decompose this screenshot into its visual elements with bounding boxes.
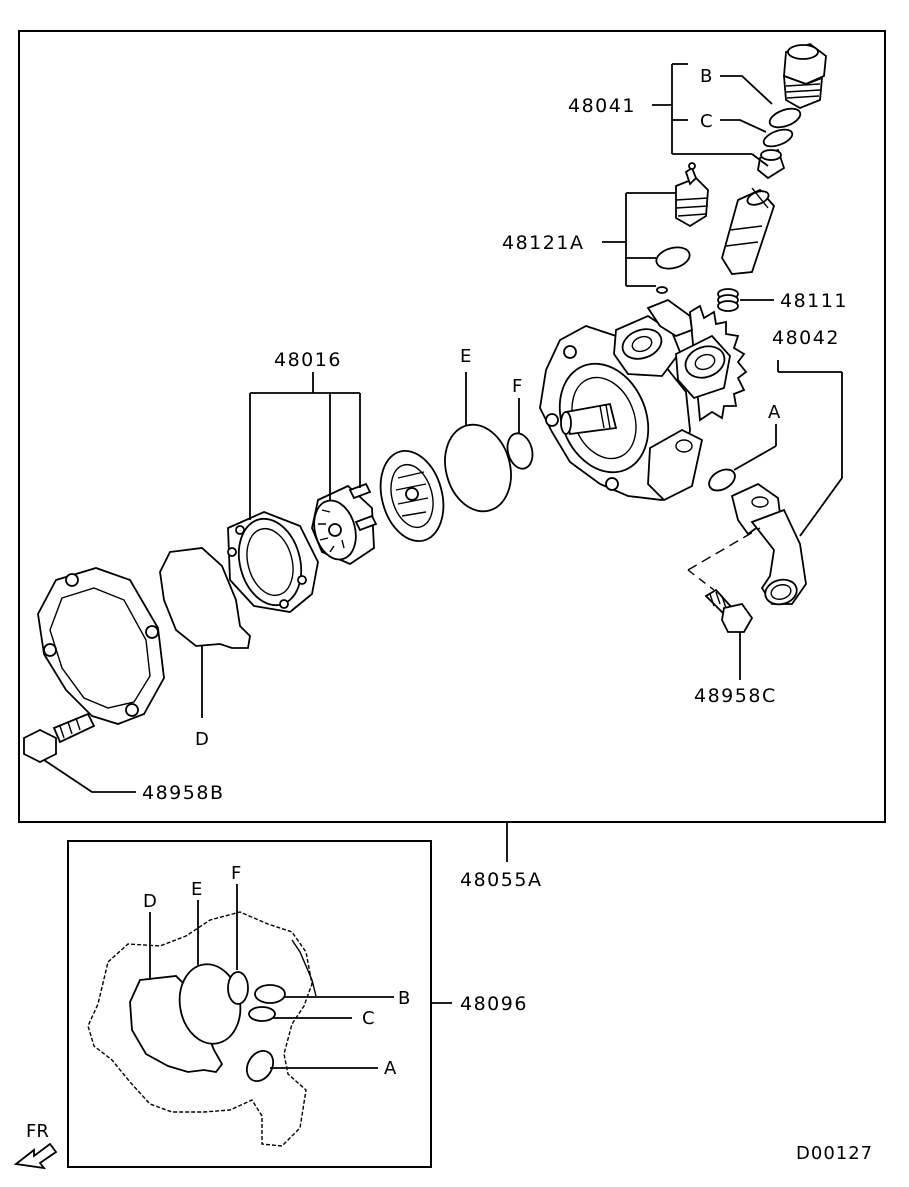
ring-letter-b-top: B xyxy=(700,66,712,87)
part-label-48042: 48042 xyxy=(772,327,840,349)
rotor-part xyxy=(311,482,378,566)
ring-f-part xyxy=(506,432,534,470)
fr-arrow-icon xyxy=(13,1142,58,1170)
ring-letter-c-top: C xyxy=(700,111,713,132)
inset-pump-outline xyxy=(87,911,317,1147)
inset-letter-c: C xyxy=(362,1008,375,1029)
part-label-48055a: 48055A xyxy=(460,869,542,891)
bolt-cover-leader xyxy=(43,759,136,793)
inset-letter-e: E xyxy=(191,879,202,900)
inset-letter-f: F xyxy=(231,863,241,884)
inset-ring-b xyxy=(254,984,286,1004)
oil-cap-part xyxy=(757,42,827,180)
pump-body-part xyxy=(539,298,748,502)
part-label-48041: 48041 xyxy=(568,95,636,117)
part-label-48121a: 48121A xyxy=(502,232,584,254)
cartridge-leader xyxy=(249,372,361,520)
ring-letter-a-main: A xyxy=(768,402,781,423)
valve-leader xyxy=(602,192,676,287)
valve-part xyxy=(655,162,776,294)
part-label-48096: 48096 xyxy=(460,993,528,1015)
ring-letter-e-main: E xyxy=(460,346,471,367)
rear-cover-part xyxy=(37,567,165,725)
pressure-plate-part xyxy=(379,449,445,543)
fr-label: FR xyxy=(26,1121,49,1142)
inset-ring-c xyxy=(248,1006,276,1022)
part-label-48958b: 48958B xyxy=(142,782,224,804)
connector-leader xyxy=(687,360,843,591)
main-frame xyxy=(18,30,886,823)
part-label-48016: 48016 xyxy=(274,349,342,371)
inset-letter-a: A xyxy=(384,1058,397,1079)
ring-a-part xyxy=(708,468,736,492)
spring-part xyxy=(717,288,739,312)
gasket-d-part xyxy=(159,547,251,649)
part-label-48111: 48111 xyxy=(780,290,848,312)
oil-cap-leader xyxy=(652,63,773,167)
bolt-cover-part xyxy=(23,712,96,764)
inset-ring-a xyxy=(245,1050,275,1082)
part-label-48958c: 48958C xyxy=(694,685,777,707)
ring-e-part xyxy=(444,423,512,513)
inset-letter-d: D xyxy=(143,891,157,912)
inset-leaders xyxy=(149,884,452,1069)
inset-ring-f xyxy=(227,971,249,1005)
inset-frame xyxy=(67,840,432,1168)
diagram-id: D00127 xyxy=(796,1143,873,1164)
inset-letter-b: B xyxy=(398,988,410,1009)
cam-ring-part xyxy=(227,511,319,613)
ring-letter-d-main: D xyxy=(195,729,209,750)
connector-part xyxy=(730,482,807,606)
bolt-connector-part xyxy=(704,588,754,633)
ring-letter-f-main: F xyxy=(512,376,522,397)
